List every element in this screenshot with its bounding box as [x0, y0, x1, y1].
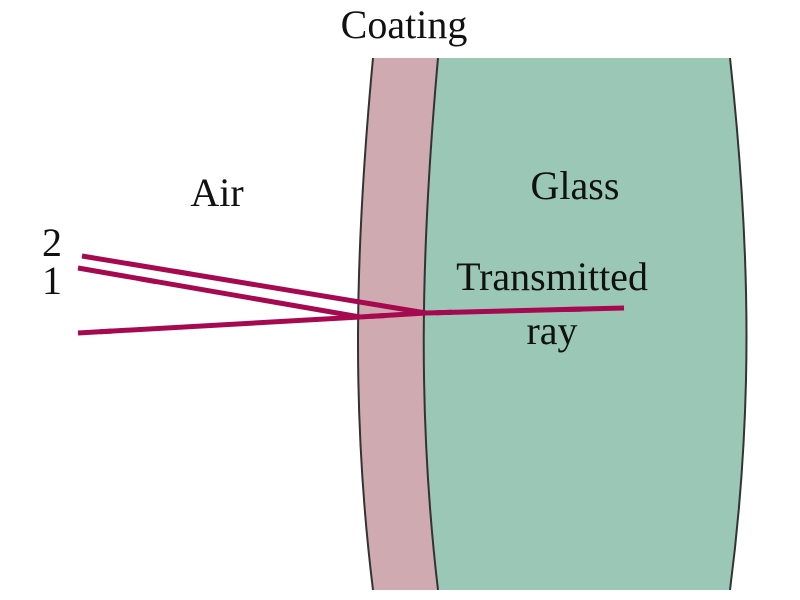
- reflected-ray-2-arrow: [171, 268, 191, 277]
- reflected-ray-1-arrow: [137, 276, 157, 285]
- ray-1-label: 1: [42, 258, 62, 303]
- reflected-ray-2: [81, 253, 427, 316]
- coating-label: Coating: [341, 2, 468, 47]
- air-label: Air: [190, 170, 243, 215]
- coating-ray-arrow: [369, 312, 389, 319]
- coating-glass-interface: [422, 57, 439, 591]
- ray-2-label: 2: [42, 220, 62, 265]
- transmitted-label-line2: ray: [526, 308, 577, 353]
- reflected-ray-1: [77, 265, 361, 320]
- ray-group: [77, 253, 625, 336]
- coating-layer: [357, 58, 438, 590]
- transmitted-ray: [425, 305, 625, 316]
- incident-ray-arrow: [99, 328, 115, 335]
- glass-back-surface-line: [729, 57, 748, 591]
- glass-label: Glass: [531, 163, 620, 208]
- transmitted-label-line1: Transmitted: [456, 254, 648, 299]
- glass-layer: [423, 58, 747, 590]
- incident-ray: [77, 314, 361, 336]
- coating-front-surface: [357, 57, 374, 591]
